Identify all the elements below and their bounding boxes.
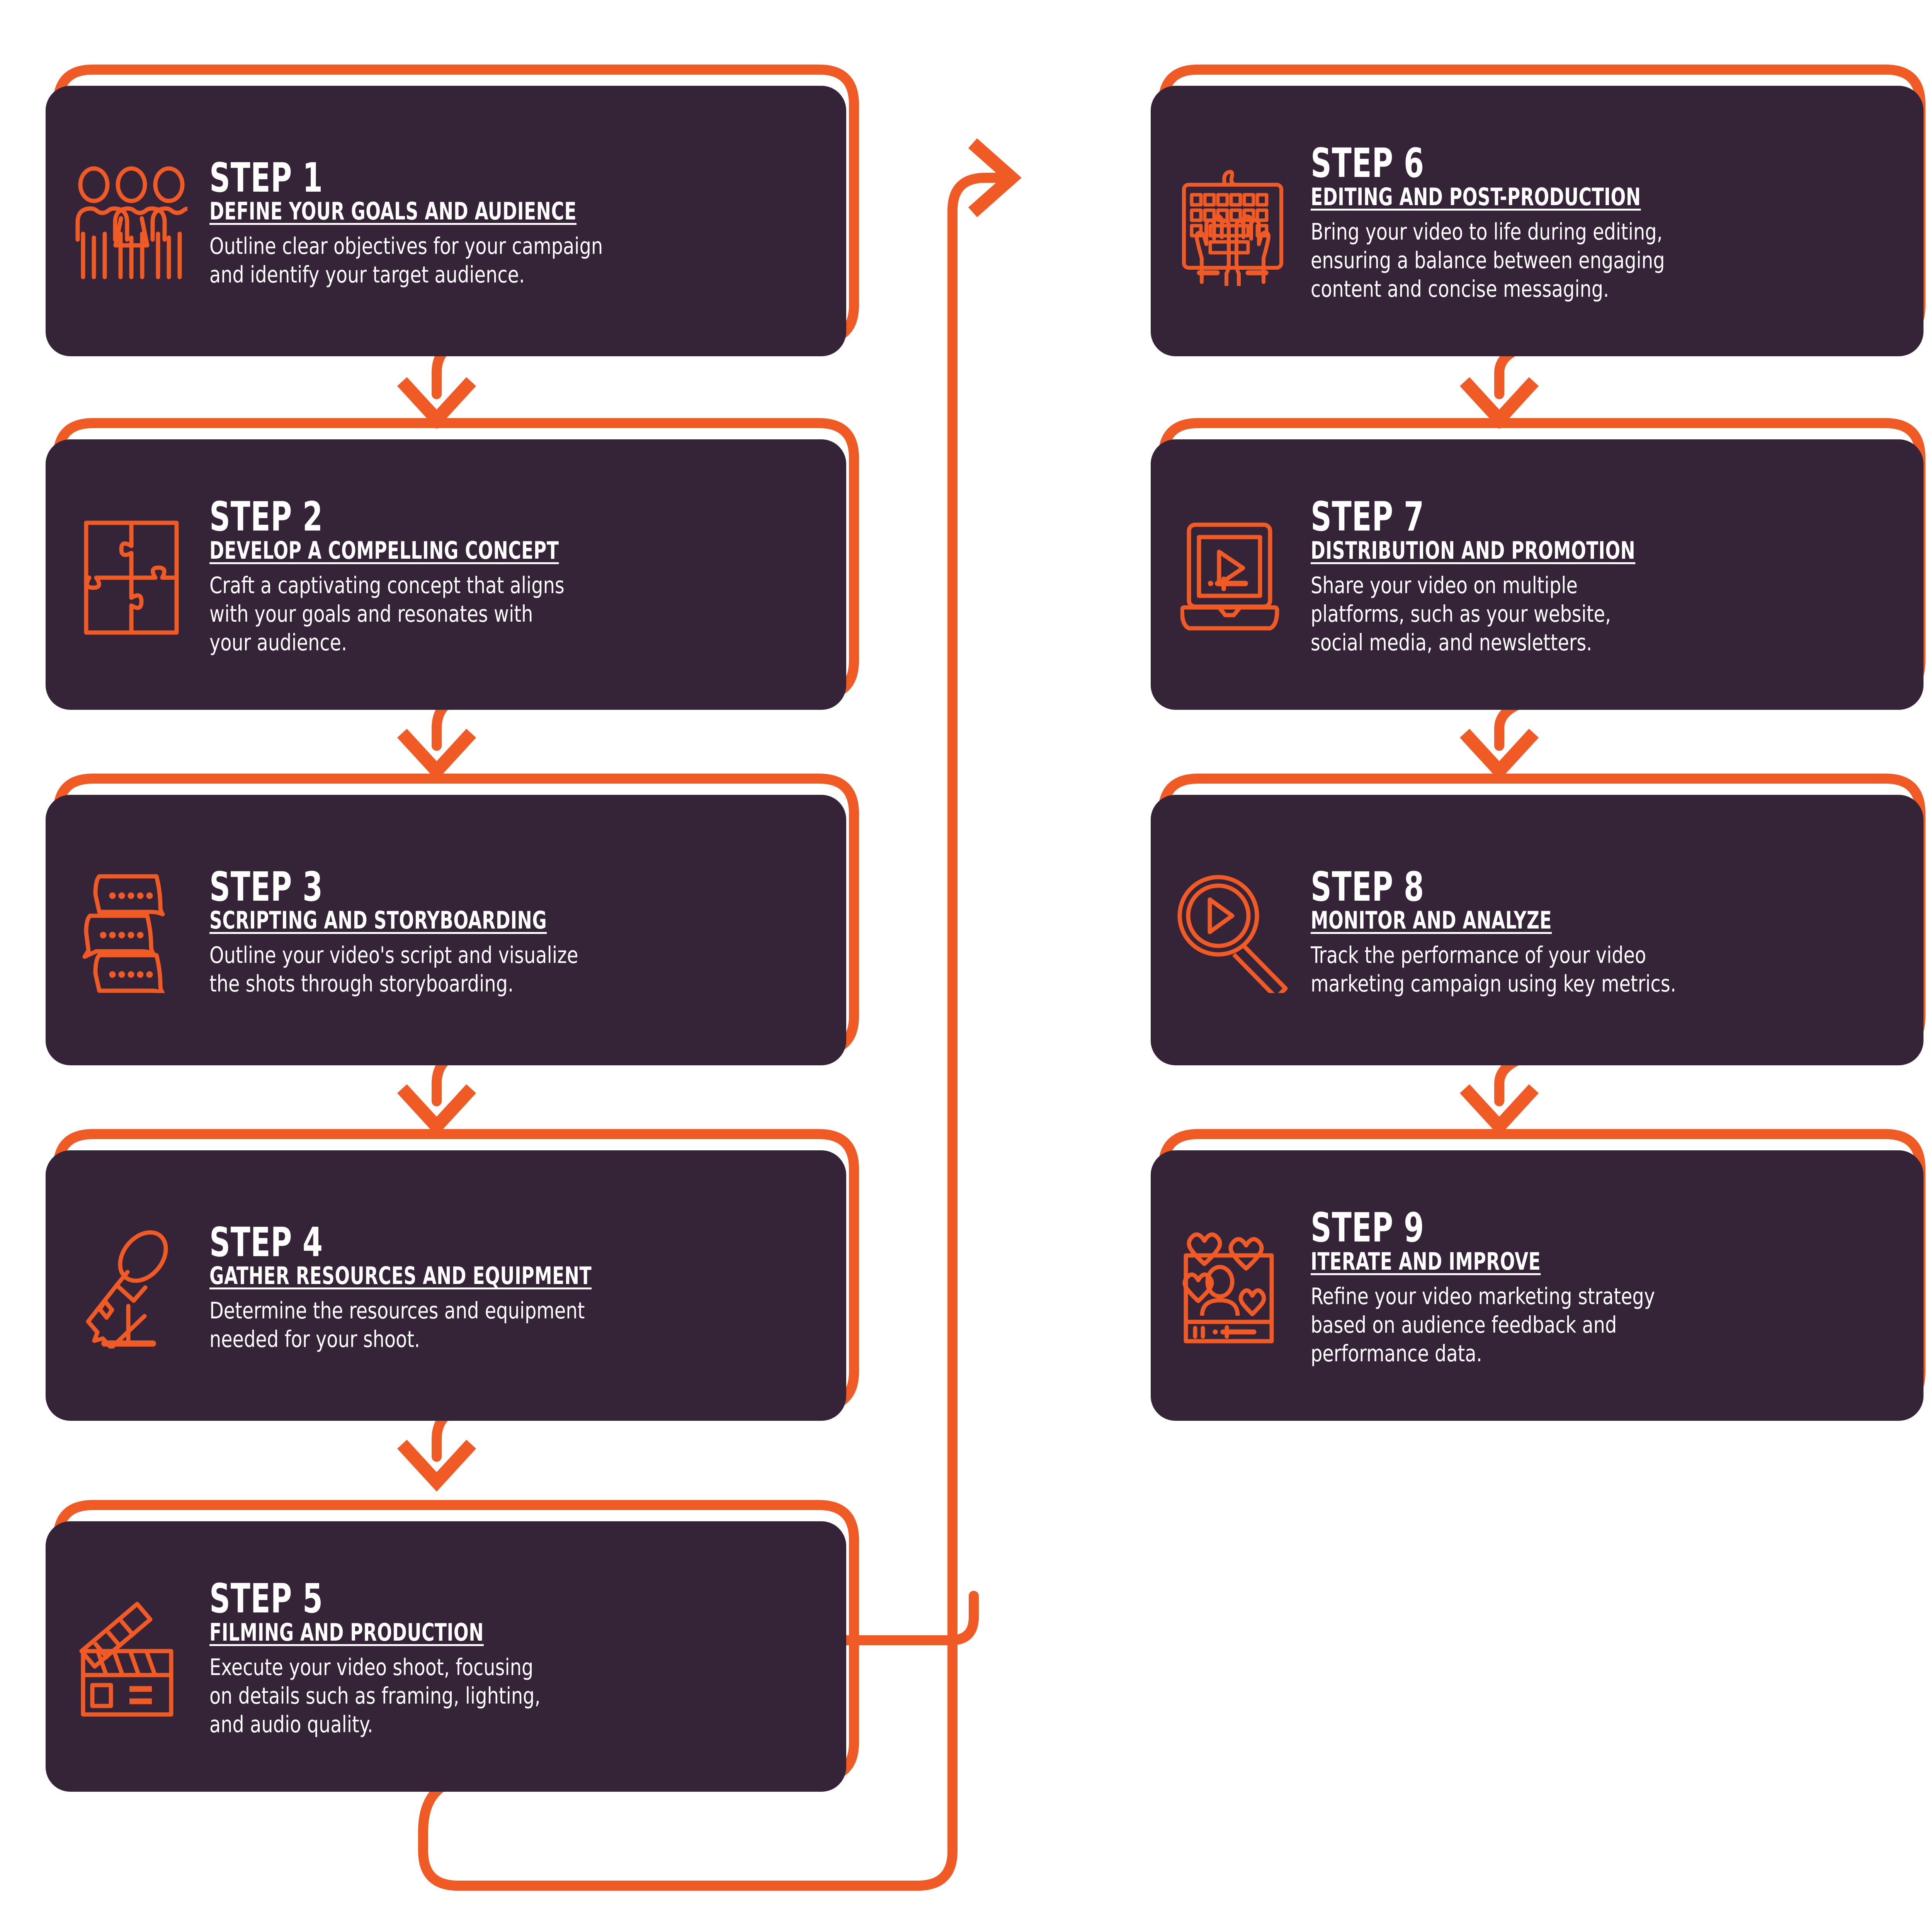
- clapperboard-icon: [73, 1602, 189, 1718]
- step-number: STEP 9: [1311, 1204, 1424, 1252]
- keyboard-hands-icon: [1175, 162, 1291, 286]
- step-card-6[interactable]: STEP 6 EDITING AND POST-PRODUCTION Bring…: [1175, 116, 1901, 332]
- three-people-icon: [73, 166, 189, 282]
- speech-bubbles-icon: [73, 873, 189, 993]
- step-title: EDITING AND POST-PRODUCTION: [1311, 183, 1641, 211]
- step-number: STEP 7: [1311, 493, 1424, 541]
- step-card-9[interactable]: STEP 9 ITERATE AND IMPROVE Refine your v…: [1175, 1180, 1901, 1397]
- step-number: STEP 2: [209, 493, 323, 541]
- card-body-9: [1151, 1150, 1923, 1421]
- card-body-4: [46, 1150, 846, 1421]
- step-card-3[interactable]: STEP 3 SCRIPTING AND STORYBOARDING Outli…: [73, 825, 823, 1041]
- step-title: DISTRIBUTION AND PROMOTION: [1311, 536, 1636, 565]
- step-title: ITERATE AND IMPROVE: [1311, 1247, 1541, 1276]
- step-card-1[interactable]: STEP 1 DEFINE YOUR GOALS AND AUDIENCE Ou…: [73, 116, 823, 332]
- step-card-4[interactable]: STEP 4 GATHER RESOURCES AND EQUIPMENT De…: [73, 1180, 823, 1397]
- card-body-7: [1151, 439, 1923, 710]
- step-card-2[interactable]: STEP 2 DEVELOP A COMPELLING CONCEPT Craf…: [73, 469, 823, 686]
- step-title: DEFINE YOUR GOALS AND AUDIENCE: [209, 197, 577, 226]
- microphone-stand-icon: [73, 1229, 189, 1349]
- step-title: DEVELOP A COMPELLING CONCEPT: [209, 536, 559, 565]
- card-body-5: [46, 1521, 846, 1792]
- step-title: GATHER RESOURCES AND EQUIPMENT: [209, 1262, 592, 1290]
- video-hearts-icon: [1175, 1231, 1291, 1347]
- laptop-play-icon: [1175, 522, 1291, 634]
- card-body-8: [1151, 795, 1923, 1065]
- step-title: FILMING AND PRODUCTION: [209, 1618, 484, 1647]
- step-title: SCRIPTING AND STORYBOARDING: [209, 906, 547, 935]
- step-card-8[interactable]: STEP 8 MONITOR AND ANALYZE Track the per…: [1175, 825, 1901, 1041]
- step-number: STEP 1: [209, 154, 323, 201]
- card-body-1: [46, 86, 846, 356]
- step-title: MONITOR AND ANALYZE: [1311, 906, 1552, 935]
- step-card-5[interactable]: STEP 5 FILMING AND PRODUCTION Execute yo…: [73, 1551, 823, 1768]
- card-body-2: [46, 439, 846, 710]
- step-number: STEP 8: [1311, 863, 1424, 910]
- loop-connector-5-to-6: [418, 173, 1010, 1891]
- step-description: Bring your video to life during editing,…: [1311, 218, 1665, 303]
- step-number: STEP 3: [209, 863, 323, 910]
- arrowhead-5-to-6: [968, 138, 1022, 217]
- step-number: STEP 4: [209, 1218, 323, 1266]
- card-body-3: [46, 795, 846, 1065]
- step-card-7[interactable]: STEP 7 DISTRIBUTION AND PROMOTION Share …: [1175, 469, 1901, 686]
- step-number: STEP 6: [1311, 139, 1424, 187]
- step-description: Outline your video's script and visualiz…: [209, 941, 578, 997]
- magnifier-play-icon: [1175, 873, 1291, 993]
- puzzle-pieces-icon: [73, 520, 189, 636]
- step-description: Outline clear objectives for your campai…: [209, 232, 603, 288]
- step-number: STEP 5: [209, 1575, 323, 1622]
